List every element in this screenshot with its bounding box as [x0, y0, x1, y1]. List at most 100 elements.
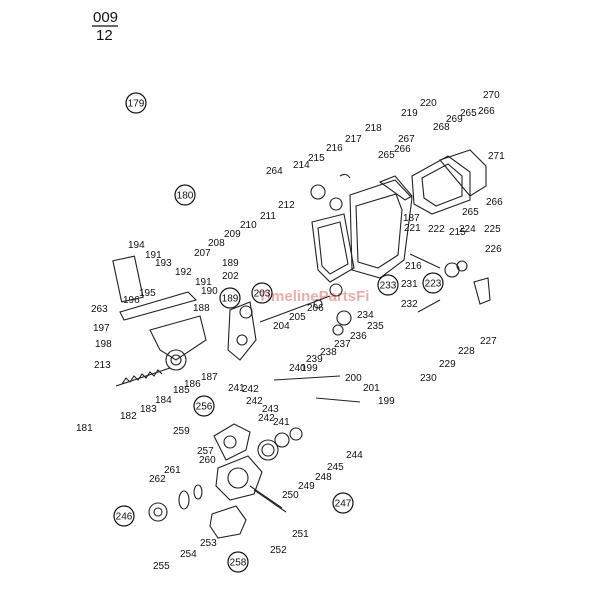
- part-label-245: 245: [327, 462, 344, 473]
- part-label-260: 260: [199, 455, 216, 466]
- part-label-228: 228: [458, 346, 475, 357]
- part-label-199: 199: [378, 396, 395, 407]
- part-label-189: 189: [222, 258, 239, 269]
- callout-number: 258: [230, 558, 247, 569]
- part-label-237: 237: [334, 339, 351, 350]
- callout-number: 203: [254, 289, 271, 300]
- part-label-234: 234: [357, 310, 374, 321]
- callout-number: 180: [177, 191, 194, 202]
- part-label-217: 217: [345, 134, 362, 145]
- part-label-254: 254: [180, 549, 197, 560]
- callout-circle: [227, 551, 249, 573]
- callout-256: 256: [193, 395, 215, 417]
- callout-circle: [422, 272, 444, 294]
- part-label-210: 210: [240, 220, 257, 231]
- callout-223: 223: [422, 272, 444, 294]
- part-label-207: 207: [194, 248, 211, 259]
- part-label-262: 262: [149, 474, 166, 485]
- callout-circle: [125, 92, 147, 114]
- part-label-232: 232: [401, 299, 418, 310]
- part-label-188: 188: [193, 303, 210, 314]
- part-label-214: 214: [293, 160, 310, 171]
- part-label-251: 251: [292, 529, 309, 540]
- part-number-labels: 1941911931921951961881902631971982131811…: [76, 90, 505, 572]
- part-label-229: 229: [439, 359, 456, 370]
- gasket-plate: [311, 213, 355, 283]
- part-label-264: 264: [266, 166, 283, 177]
- center-shaft: [259, 283, 361, 403]
- part-label-186: 186: [184, 379, 201, 390]
- part-label-215: 215: [449, 227, 466, 238]
- part-label-266: 266: [394, 144, 411, 155]
- part-label-192: 192: [175, 267, 192, 278]
- part-label-190: 190: [201, 286, 218, 297]
- gasket-plate-inner: [317, 221, 349, 275]
- callout-number: 189: [222, 294, 239, 305]
- part-label-265: 265: [462, 207, 479, 218]
- part-label-206: 206: [307, 303, 324, 314]
- part-label-253: 253: [200, 538, 217, 549]
- part-label-193: 193: [155, 258, 172, 269]
- callout-number: 223: [425, 279, 442, 290]
- part-label-191: 191: [195, 277, 212, 288]
- part-label-231: 231: [401, 279, 418, 290]
- part-label-183: 183: [140, 404, 157, 415]
- part-label-265: 265: [460, 108, 477, 119]
- part-label-244: 244: [346, 450, 363, 461]
- part-label-250: 250: [282, 490, 299, 501]
- callout-179: 179: [125, 92, 147, 114]
- lower-housing: [148, 423, 303, 539]
- part-label-239: 239: [306, 354, 323, 365]
- part-label-255: 255: [153, 561, 170, 572]
- part-label-252: 252: [270, 545, 287, 556]
- part-label-266: 266: [486, 197, 503, 208]
- part-label-215: 215: [308, 153, 325, 164]
- part-label-266: 266: [478, 106, 495, 117]
- callout-180: 180: [174, 184, 196, 206]
- callout-number: 256: [196, 402, 213, 413]
- part-label-211: 211: [260, 211, 276, 222]
- main-housing: [349, 175, 413, 279]
- part-label-224: 224: [459, 224, 476, 235]
- callout-circle: [251, 282, 273, 304]
- part-label-185: 185: [173, 385, 190, 396]
- part-label-216: 216: [326, 143, 343, 154]
- part-label-208: 208: [208, 238, 225, 249]
- page-number-bottom: 12: [96, 27, 113, 44]
- part-label-243: 243: [262, 404, 279, 415]
- callout-circle: [113, 505, 135, 527]
- callout-number: 233: [380, 281, 397, 292]
- lever-assembly: [112, 255, 257, 361]
- part-label-199: 199: [301, 363, 318, 374]
- part-label-187: 187: [403, 213, 420, 224]
- callout-247: 247: [332, 492, 354, 514]
- spring-shaft: [115, 349, 187, 387]
- part-label-248: 248: [315, 472, 332, 483]
- part-label-181: 181: [76, 423, 93, 434]
- callout-circle: [174, 184, 196, 206]
- part-label-218: 218: [365, 123, 382, 134]
- part-label-271: 271: [488, 151, 505, 162]
- part-label-241: 241: [228, 383, 245, 394]
- part-label-184: 184: [155, 395, 172, 406]
- part-label-242: 242: [258, 413, 275, 424]
- part-label-194: 194: [128, 240, 145, 251]
- part-label-235: 235: [367, 321, 384, 332]
- part-label-238: 238: [320, 347, 337, 358]
- part-label-240: 240: [289, 363, 306, 374]
- part-label-225: 225: [484, 224, 501, 235]
- part-label-226: 226: [485, 244, 502, 255]
- part-label-249: 249: [298, 481, 315, 492]
- part-label-263: 263: [91, 304, 108, 315]
- part-label-191: 191: [145, 250, 162, 261]
- part-label-209: 209: [224, 229, 241, 240]
- part-label-187: 187: [201, 372, 218, 383]
- part-label-205: 205: [289, 312, 306, 323]
- page-number-top: 009: [93, 9, 118, 26]
- part-label-202: 202: [222, 271, 239, 282]
- callout-203: 203: [251, 282, 273, 304]
- right-cover-plates: [411, 149, 487, 215]
- callout-258: 258: [227, 551, 249, 573]
- callout-189: 189: [219, 287, 241, 309]
